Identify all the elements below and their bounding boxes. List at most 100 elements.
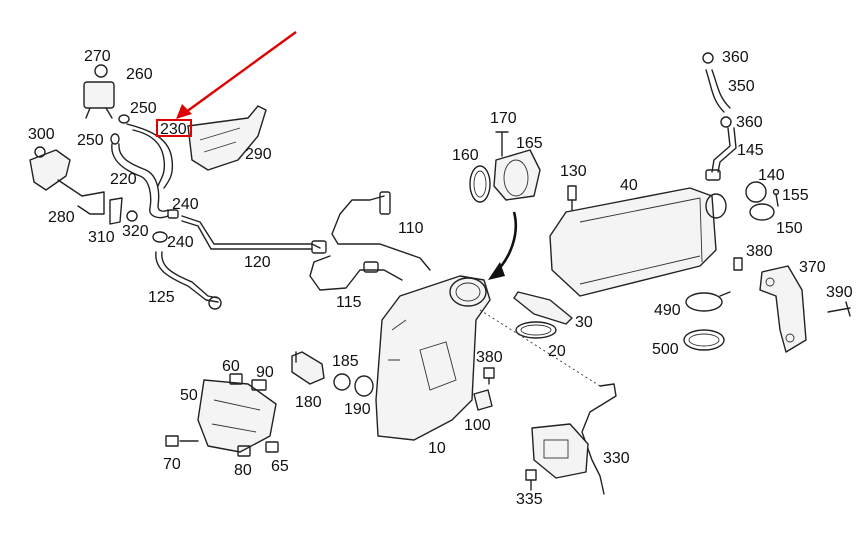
part-clamp-360a — [702, 52, 714, 64]
callout-150[interactable]: 150 — [776, 220, 803, 237]
part-clamp-360b — [720, 116, 732, 128]
callout-260[interactable]: 260 — [126, 66, 153, 83]
highlight-230 — [156, 31, 297, 137]
callout-300[interactable]: 300 — [28, 126, 55, 143]
callout-20[interactable]: 20 — [548, 343, 566, 360]
callout-270[interactable]: 270 — [84, 48, 111, 65]
part-pipe-145 — [705, 127, 737, 181]
callout-155[interactable]: 155 — [782, 187, 809, 204]
part-ring-140 — [745, 181, 767, 203]
callout-100[interactable]: 100 — [464, 417, 491, 434]
callout-185[interactable]: 185 — [332, 353, 359, 370]
callout-120[interactable]: 120 — [244, 254, 271, 271]
callout-240-upper[interactable]: 240 — [172, 196, 199, 213]
callout-190[interactable]: 190 — [344, 401, 371, 418]
callout-110[interactable]: 110 — [398, 220, 424, 237]
part-bolt-380b — [733, 257, 743, 271]
callout-290[interactable]: 290 — [245, 146, 272, 163]
callout-360-lower[interactable]: 360 — [736, 114, 763, 131]
callout-220[interactable]: 220 — [110, 171, 137, 188]
part-bracket-370 — [759, 265, 807, 353]
highlight-arrow-head — [176, 104, 192, 119]
part-sensor-115 — [309, 255, 403, 291]
callout-165[interactable]: 165 — [516, 135, 543, 152]
callout-90[interactable]: 90 — [256, 364, 274, 381]
part-clip-90 — [251, 379, 267, 391]
part-fitting-310 — [109, 197, 123, 225]
part-ring-160 — [469, 165, 491, 203]
part-clip-60 — [229, 373, 243, 385]
callout-350[interactable]: 350 — [728, 78, 755, 95]
part-sensor-180 — [291, 351, 325, 385]
callout-250-lower[interactable]: 250 — [77, 132, 104, 149]
callout-160[interactable]: 160 — [452, 147, 479, 164]
part-converter-40 — [549, 187, 727, 297]
callout-30[interactable]: 30 — [575, 314, 593, 331]
part-ring-500 — [683, 329, 725, 351]
callout-380-middle[interactable]: 380 — [476, 349, 503, 366]
part-clamp-240a — [167, 209, 179, 219]
callout-380-right[interactable]: 380 — [746, 243, 773, 260]
part-ring-20 — [515, 321, 557, 339]
callout-170[interactable]: 170 — [490, 110, 517, 127]
part-clip-65 — [265, 441, 279, 453]
part-bracket-280 — [29, 146, 105, 215]
part-nut-320 — [126, 210, 138, 222]
assembly-arrow — [488, 211, 518, 280]
callout-50[interactable]: 50 — [180, 387, 198, 404]
part-clip-80 — [237, 445, 251, 457]
part-bolt-335 — [525, 469, 537, 491]
callout-10[interactable]: 10 — [428, 440, 446, 457]
callout-125[interactable]: 125 — [148, 289, 175, 306]
part-hose-350 — [705, 69, 731, 113]
part-sensor-110 — [331, 191, 431, 271]
callout-65[interactable]: 65 — [271, 458, 289, 475]
callout-140[interactable]: 140 — [758, 167, 785, 184]
callout-145[interactable]: 145 — [737, 142, 764, 159]
part-pipe-125 — [155, 251, 222, 310]
part-heat-shield-50 — [197, 379, 277, 453]
part-clamp-250b — [110, 133, 120, 145]
callout-335[interactable]: 335 — [516, 491, 543, 508]
part-clamp-240b — [152, 231, 168, 243]
part-clamp-150 — [749, 203, 775, 221]
part-clamp-250a — [118, 114, 130, 124]
part-hose-220 — [111, 143, 169, 219]
part-pipe-120 — [181, 215, 327, 254]
callout-360-upper[interactable]: 360 — [722, 49, 749, 66]
part-clamp-30 — [513, 291, 573, 325]
callout-330[interactable]: 330 — [603, 450, 630, 467]
callout-40[interactable]: 40 — [620, 177, 638, 194]
callout-60[interactable]: 60 — [222, 358, 240, 375]
callout-230[interactable]: 230 — [160, 121, 187, 138]
callout-130[interactable]: 130 — [560, 163, 587, 180]
part-hose-230 — [126, 123, 174, 189]
callout-180[interactable]: 180 — [295, 394, 322, 411]
part-ring-185 — [333, 373, 351, 391]
part-heat-shield-290 — [187, 105, 267, 171]
part-clamp-490 — [685, 291, 731, 312]
callout-490[interactable]: 490 — [654, 302, 681, 319]
callout-370[interactable]: 370 — [799, 259, 826, 276]
callout-80[interactable]: 80 — [234, 462, 252, 479]
callout-310[interactable]: 310 — [88, 229, 115, 246]
callout-280[interactable]: 280 — [48, 209, 75, 226]
part-bolt-170 — [495, 131, 509, 157]
part-clamp-190 — [354, 375, 374, 397]
callout-500[interactable]: 500 — [652, 341, 679, 358]
part-clamp-165 — [493, 149, 541, 201]
callout-390[interactable]: 390 — [826, 284, 853, 301]
part-bolt-390 — [827, 301, 851, 317]
callout-240-lower[interactable]: 240 — [167, 234, 194, 251]
part-valve-260 — [83, 64, 115, 119]
callout-320[interactable]: 320 — [122, 223, 149, 240]
callout-115[interactable]: 115 — [336, 294, 362, 311]
part-sensor-cable-330 — [479, 309, 617, 495]
highlight-arrow-shaft — [185, 31, 297, 113]
part-filter-10 — [375, 275, 491, 441]
highlight-box — [156, 119, 192, 137]
callout-250-upper[interactable]: 250 — [130, 100, 157, 117]
callout-70[interactable]: 70 — [163, 456, 181, 473]
